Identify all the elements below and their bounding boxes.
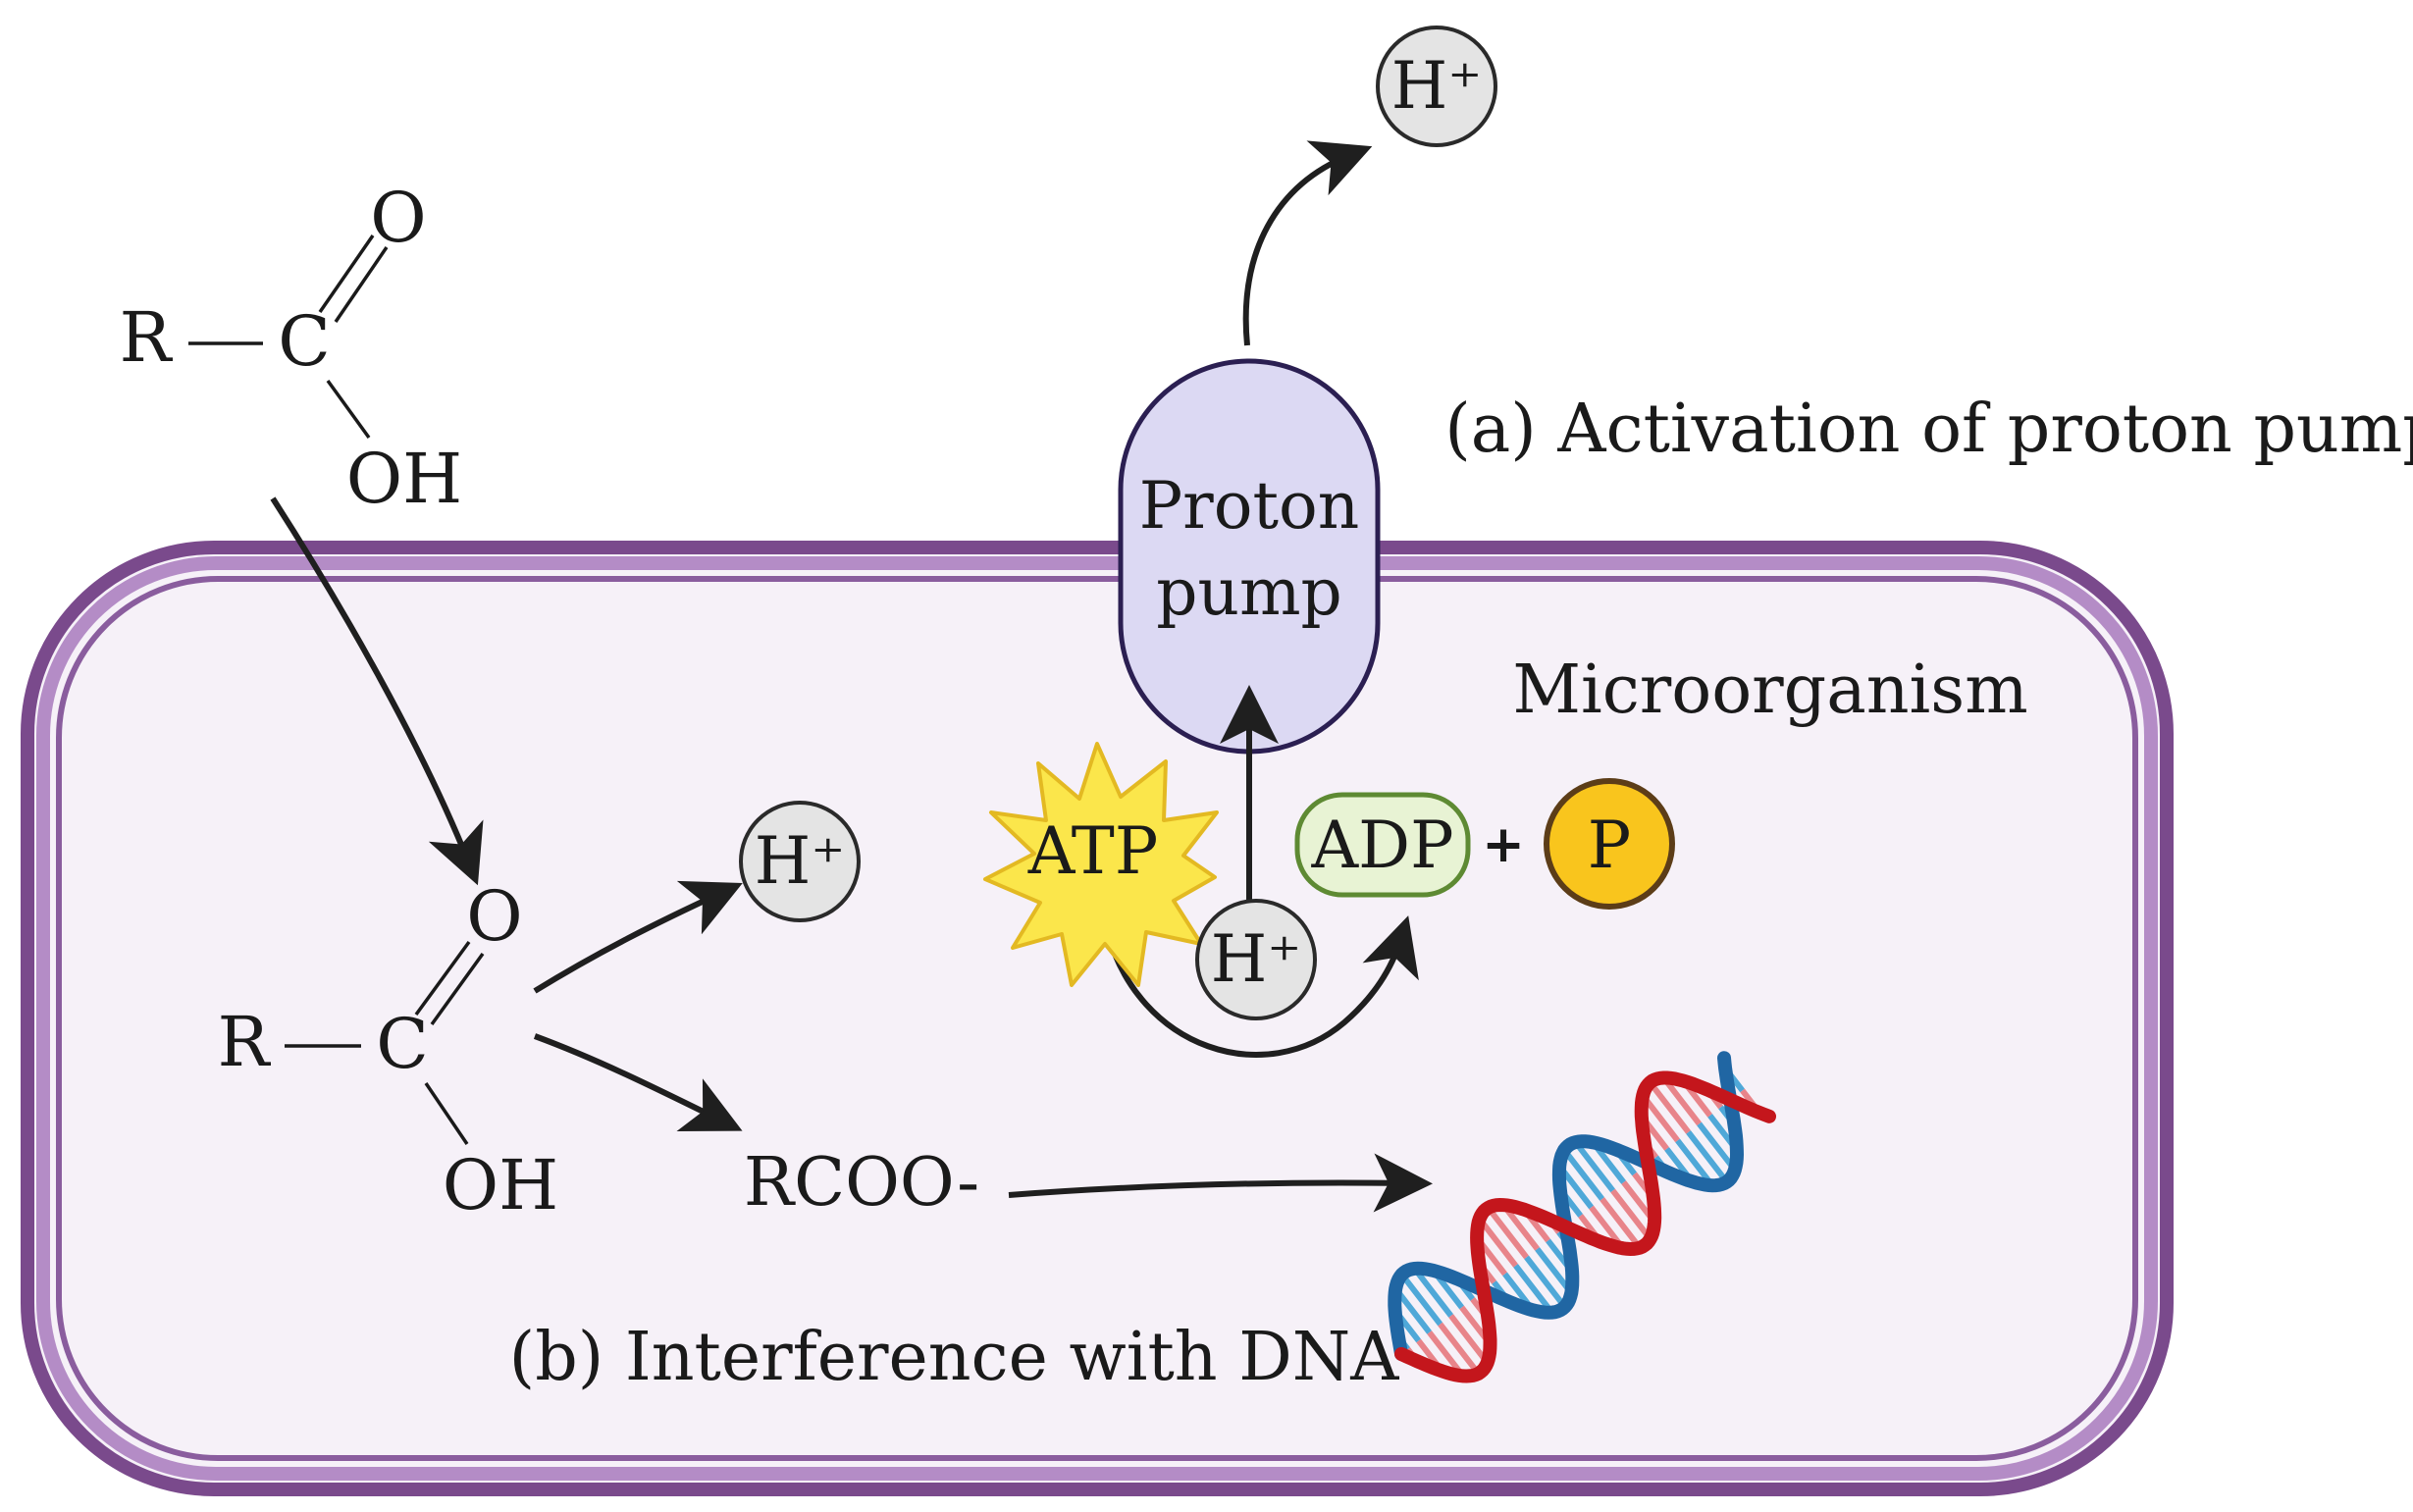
dna-rung <box>1448 1314 1491 1365</box>
label-microorganism: Microorganism <box>1512 652 2027 729</box>
arrow-to-rcoo <box>533 1033 743 1132</box>
dna-strand-blue <box>1388 1051 1745 1361</box>
arrow-to-dna <box>1008 1153 1433 1213</box>
atom-o: O <box>370 178 426 258</box>
dna-rung <box>1648 1080 1691 1134</box>
arrow-into-cell <box>270 496 484 886</box>
svg-text:H⁺: H⁺ <box>755 823 845 899</box>
pump-label-line1: Proton <box>1139 468 1359 544</box>
atom-r: R <box>120 297 174 378</box>
h-ion-released: H⁺ <box>739 801 861 922</box>
dna-rung <box>1660 1075 1702 1126</box>
dna-rung <box>1477 1217 1518 1268</box>
svg-text:H⁺: H⁺ <box>1211 921 1301 997</box>
dna-rung <box>1600 1197 1643 1250</box>
atom-r-inner: R <box>218 1002 272 1082</box>
label-interference: (b) Interference with DNA <box>509 1319 1400 1396</box>
carboxylic-acid-inside: R C O OH <box>218 876 559 1225</box>
rcoo-anion: RCOO- <box>744 1144 979 1222</box>
atom-oh: OH <box>346 439 462 519</box>
dna-strand-red <box>1394 1070 1776 1383</box>
dna-rung <box>1573 1140 1615 1193</box>
atom-c-inner: C <box>376 1004 429 1084</box>
adp-molecule: ADP <box>1294 792 1471 898</box>
dna-rung <box>1513 1264 1554 1315</box>
atp-label: ATP <box>1027 813 1158 889</box>
dna-rung <box>1686 1130 1730 1184</box>
plus-sign: + <box>1482 815 1525 874</box>
label-activation: (a) Activation of proton pump <box>1444 391 2413 468</box>
dna-rung <box>1610 1188 1653 1241</box>
dna-rung <box>1697 1121 1738 1173</box>
dna-rung <box>1486 1206 1529 1260</box>
adp-label: ADP <box>1311 808 1454 883</box>
dna-rung <box>1640 1093 1680 1143</box>
carboxylic-acid-outside: R C O OH <box>120 178 463 519</box>
arrow-to-h-ion <box>533 880 743 994</box>
dna-rung <box>1438 1322 1481 1376</box>
proton-pump: Proton pump <box>1118 358 1381 755</box>
dna-helix-icon <box>1388 1051 1776 1383</box>
atom-o-inner: O <box>466 876 522 957</box>
h-ion-pumped: H⁺ <box>1195 899 1317 1020</box>
dna-rung <box>1412 1267 1453 1318</box>
phosphate-label: P <box>1588 808 1631 883</box>
atom-c: C <box>278 301 331 382</box>
atp-molecule: ATP <box>983 742 1219 987</box>
h-ion-expelled: H⁺ <box>1376 26 1497 147</box>
dna-rung <box>1524 1255 1568 1309</box>
dna-rung <box>1675 1138 1715 1188</box>
pump-label-line2: pump <box>1156 554 1342 630</box>
svg-text:H⁺: H⁺ <box>1391 48 1482 124</box>
phosphate: P <box>1544 778 1675 910</box>
dna-rung <box>1399 1273 1443 1327</box>
arrow-pump-to-h-out <box>1242 140 1373 346</box>
arrow-atp-to-adp <box>1104 915 1419 1058</box>
starburst-icon <box>983 742 1219 987</box>
dna-rung <box>1561 1148 1604 1201</box>
atom-oh-inner: OH <box>443 1145 558 1225</box>
